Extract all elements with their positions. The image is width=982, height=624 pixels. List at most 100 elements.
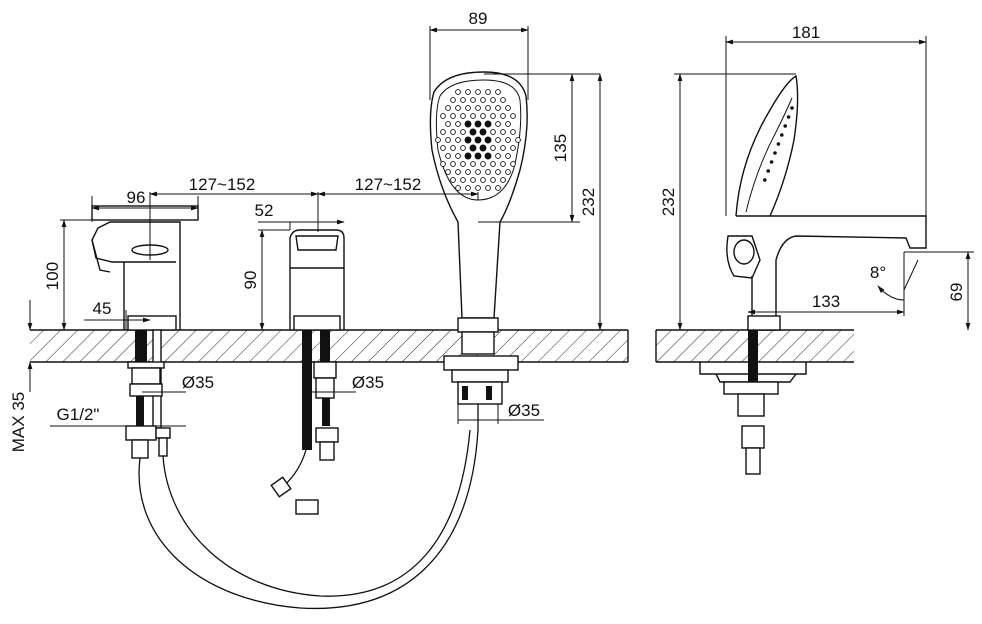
spray-nozzle <box>460 177 466 183</box>
spray-nozzle <box>460 129 466 135</box>
spray-nozzle <box>440 161 446 167</box>
spray-nozzle <box>470 113 476 119</box>
spray-nozzle <box>475 169 481 175</box>
label-reach: 133 <box>812 292 840 311</box>
spray-nozzle <box>490 177 496 183</box>
spray-nozzle <box>440 145 446 151</box>
label-handshower-total-height: 232 <box>579 188 598 216</box>
spray-nozzle <box>479 128 487 136</box>
spray-nozzle <box>510 113 516 119</box>
spray-nozzle <box>460 113 466 119</box>
label-thread: G1/2" <box>57 405 100 424</box>
label-side-depth: 181 <box>792 23 820 42</box>
spray-nozzle <box>435 137 441 143</box>
label-inlet-offset: 45 <box>93 299 112 318</box>
spray-nozzle <box>475 89 481 95</box>
dimension-lines <box>27 26 974 427</box>
spray-nozzle <box>440 129 446 135</box>
spray-nozzle <box>455 153 461 159</box>
spray-nozzle <box>450 97 456 103</box>
label-spacing-left: 127~152 <box>189 175 256 194</box>
spray-nozzle <box>490 161 496 167</box>
spray-nozzle <box>474 152 482 160</box>
spray-nozzle <box>484 152 492 160</box>
spray-nozzle <box>474 120 482 128</box>
side-spray-nozzle <box>763 178 767 182</box>
label-handshower-head-height: 135 <box>551 134 570 162</box>
spray-nozzle <box>465 185 471 191</box>
spray-nozzle <box>465 89 471 95</box>
label-handshower-width: 89 <box>469 9 488 28</box>
side-spray-nozzle <box>766 169 770 173</box>
spray-nozzle <box>490 113 496 119</box>
spray-nozzle <box>445 137 451 143</box>
spray-nozzle <box>510 161 516 167</box>
dimension-labels: 96 127~152 127~152 52 89 181 100 90 135 … <box>9 9 966 452</box>
label-hole-handshower: Ø35 <box>508 401 540 420</box>
spray-nozzle <box>445 121 451 127</box>
spray-nozzle <box>475 185 481 191</box>
spray-nozzle <box>495 185 501 191</box>
spray-nozzle <box>485 105 491 111</box>
spray-nozzle <box>450 113 456 119</box>
spray-nozzle <box>490 97 496 103</box>
spray-nozzle <box>475 105 481 111</box>
spray-nozzle <box>505 153 511 159</box>
spray-nozzle <box>480 97 486 103</box>
label-mixer-height: 100 <box>43 262 62 290</box>
spray-nozzle <box>455 105 461 111</box>
side-spray-nozzle <box>769 160 774 164</box>
spray-nozzle <box>495 105 501 111</box>
spray-nozzle <box>470 177 476 183</box>
spray-nozzle <box>460 145 466 151</box>
spray-nozzle <box>445 169 451 175</box>
spray-nozzle <box>510 145 516 151</box>
spray-nozzle <box>464 120 472 128</box>
spray-nozzle <box>464 136 472 144</box>
label-mixer-width: 96 <box>127 188 146 207</box>
side-spray-nozzle <box>786 115 791 119</box>
spray-nozzle <box>450 129 456 135</box>
spray-nozzle <box>505 169 511 175</box>
spray-nozzle <box>500 177 506 183</box>
spray-nozzle <box>460 97 466 103</box>
label-deck-thickness: MAX 35 <box>9 392 28 452</box>
spray-nozzle <box>465 105 471 111</box>
mixer-body <box>91 205 199 459</box>
label-spout-width: 52 <box>255 201 274 220</box>
label-outlet-height: 69 <box>947 283 966 302</box>
spout-body <box>270 229 345 515</box>
spray-nozzle <box>455 121 461 127</box>
spray-nozzle <box>479 144 487 152</box>
spray-nozzle <box>500 145 506 151</box>
spray-nozzle <box>455 89 461 95</box>
spray-nozzle <box>480 161 486 167</box>
spray-nozzle <box>505 121 511 127</box>
spray-nozzle <box>510 129 516 135</box>
spray-nozzle <box>515 137 521 143</box>
spray-nozzle <box>460 161 466 167</box>
spray-nozzle <box>495 153 501 159</box>
spray-nozzle <box>495 121 501 127</box>
spray-nozzle <box>495 169 501 175</box>
spray-nozzle <box>470 161 476 167</box>
label-side-total-height: 232 <box>659 188 678 216</box>
label-hole-mixer: Ø35 <box>182 373 214 392</box>
spray-nozzle <box>505 137 511 143</box>
side-spray-nozzle <box>790 106 794 110</box>
spray-nozzle <box>450 145 456 151</box>
label-hole-spout: Ø35 <box>352 373 384 392</box>
side-spray-nozzle <box>776 142 781 146</box>
spray-nozzle <box>455 169 461 175</box>
label-spout-angle: 8° <box>870 263 886 282</box>
spray-nozzle <box>484 120 492 128</box>
spray-nozzle <box>445 153 451 159</box>
spray-nozzle <box>495 137 501 143</box>
side-spray-nozzles <box>763 106 794 182</box>
side-spray-nozzle <box>780 133 784 137</box>
spray-nozzle <box>450 177 456 183</box>
hoses <box>138 404 479 610</box>
spray-nozzle <box>480 177 486 183</box>
spray-nozzle <box>450 161 456 167</box>
